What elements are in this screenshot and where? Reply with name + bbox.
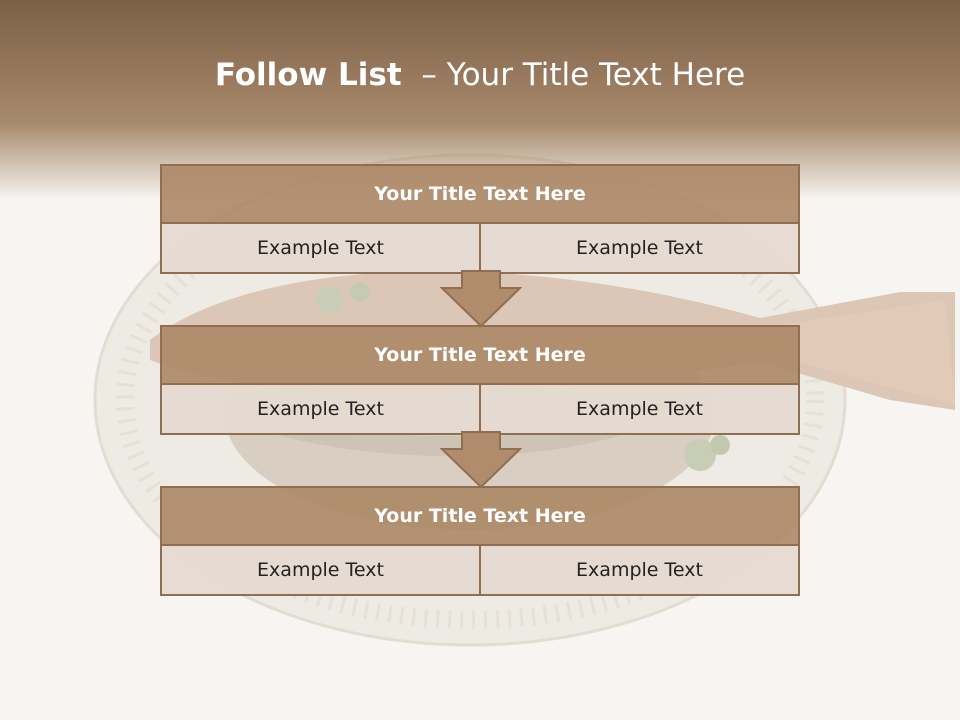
- step-right-text: Example Text: [479, 224, 798, 272]
- step-block-2: Your Title Text Here Example Text Exampl…: [160, 325, 800, 435]
- slide-title-rest: – Your Title Text Here: [421, 57, 746, 93]
- step-left-text: Example Text: [162, 224, 479, 272]
- step-title: Your Title Text Here: [162, 327, 798, 383]
- step-right-text: Example Text: [479, 385, 798, 433]
- step-left-text: Example Text: [162, 385, 479, 433]
- step-left-text: Example Text: [162, 546, 479, 594]
- step-title: Your Title Text Here: [162, 488, 798, 544]
- step-block-1: Your Title Text Here Example Text Exampl…: [160, 164, 800, 274]
- down-arrow-icon: [440, 431, 522, 489]
- step-title: Your Title Text Here: [162, 166, 798, 222]
- down-arrow-icon: [440, 270, 522, 328]
- slide-title-bold: Follow List: [214, 57, 402, 93]
- step-row: Example Text Example Text: [162, 544, 798, 594]
- slide-title: Follow List – Your Title Text Here: [0, 52, 960, 98]
- step-row: Example Text Example Text: [162, 222, 798, 272]
- step-right-text: Example Text: [479, 546, 798, 594]
- step-block-3: Your Title Text Here Example Text Exampl…: [160, 486, 800, 596]
- step-row: Example Text Example Text: [162, 383, 798, 433]
